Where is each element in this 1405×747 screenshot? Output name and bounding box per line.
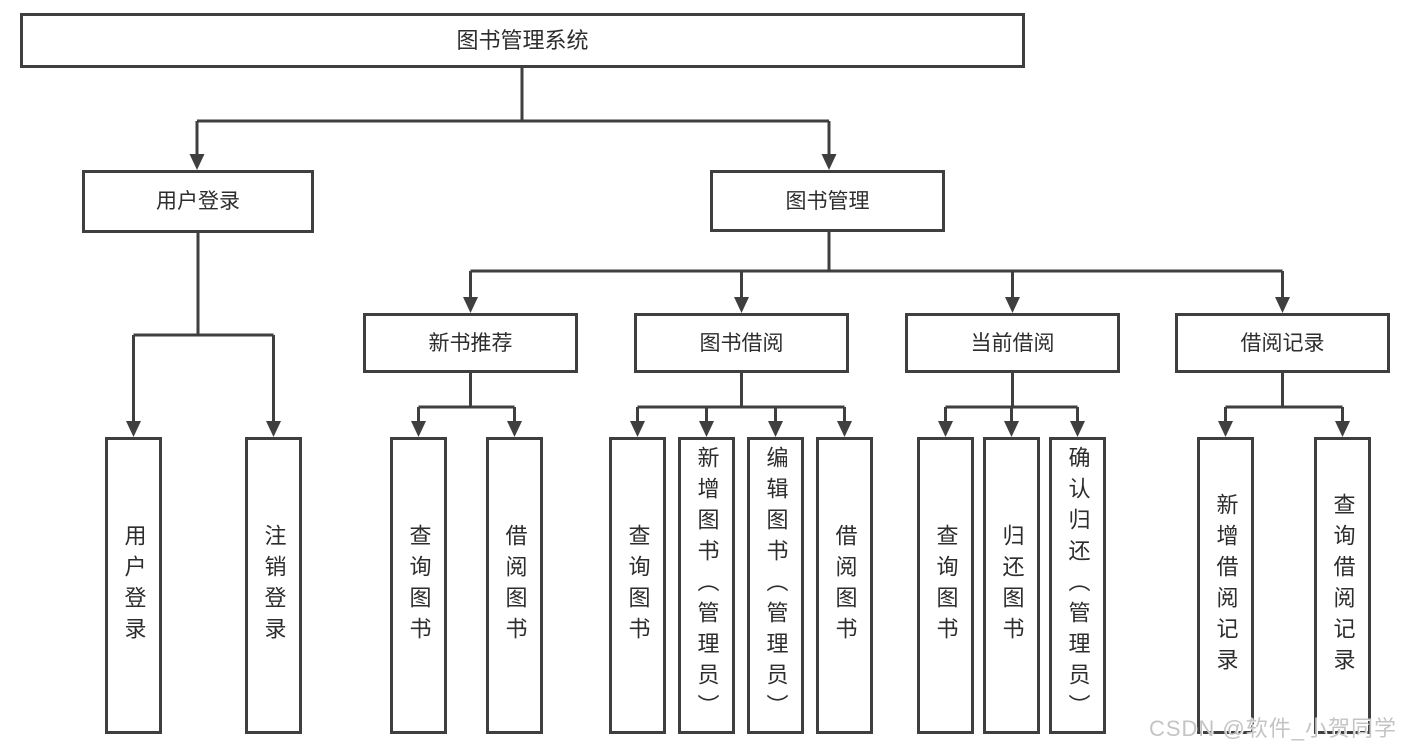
node-label: 用户登录	[156, 190, 240, 213]
leaf-query-borrow-record: 查询借阅记录	[1314, 437, 1371, 734]
arrowhead-icon	[734, 297, 749, 313]
node-label: 图书管理系统	[456, 27, 589, 53]
connector-current-borrow-to-leaves	[938, 373, 1085, 437]
node-borrow-records: 借阅记录	[1175, 313, 1390, 373]
arrowhead-icon	[1335, 421, 1350, 437]
arrowhead-icon	[463, 297, 478, 313]
arrowhead-icon	[821, 154, 837, 170]
node-label: 用户登录	[121, 523, 147, 648]
arrowhead-icon	[938, 421, 953, 437]
leaf-user-login: 用户登录	[105, 437, 162, 734]
node-label: 编辑图书（管理员）	[763, 446, 789, 725]
node-book-borrow: 图书借阅	[634, 313, 849, 373]
node-label: 新书推荐	[428, 331, 513, 355]
node-label: 查询图书	[406, 523, 432, 648]
node-label: 归还图书	[999, 523, 1025, 648]
connector-new-book-recommend-to-leaves	[411, 373, 522, 437]
arrowhead-icon	[266, 421, 281, 437]
leaf-borrow-books-recommend: 借阅图书	[486, 437, 543, 734]
connector-book-management-to-level3	[463, 232, 1290, 313]
arrowhead-icon	[768, 421, 783, 437]
node-label: 借阅图书	[502, 523, 528, 648]
arrowhead-icon	[189, 154, 205, 170]
node-label: 确认归还（管理员）	[1065, 446, 1091, 725]
arrowhead-icon	[837, 421, 852, 437]
arrowhead-icon	[411, 421, 426, 437]
leaf-add-borrow-record: 新增借阅记录	[1197, 437, 1254, 734]
arrowhead-icon	[507, 421, 522, 437]
leaf-borrow-books: 借阅图书	[816, 437, 873, 734]
arrowhead-icon	[699, 421, 714, 437]
node-label: 新增借阅记录	[1213, 492, 1239, 679]
leaf-add-book-admin: 新增图书（管理员）	[678, 437, 735, 734]
node-user-login: 用户登录	[82, 170, 314, 233]
node-label: 借阅记录	[1240, 331, 1325, 355]
leaf-return-books: 归还图书	[983, 437, 1040, 734]
leaf-confirm-return-admin: 确认归还（管理员）	[1049, 437, 1106, 734]
node-current-borrow: 当前借阅	[905, 313, 1120, 373]
node-label: 新增图书（管理员）	[694, 446, 720, 725]
arrowhead-icon	[1070, 421, 1085, 437]
node-label: 注销登录	[261, 523, 287, 648]
node-label: 借阅图书	[832, 523, 858, 648]
csdn-watermark: CSDN @软件_小贺同学	[1148, 716, 1397, 741]
node-label: 图书借阅	[699, 331, 784, 355]
arrowhead-icon	[126, 421, 141, 437]
node-library-management-system: 图书管理系统	[20, 13, 1025, 68]
node-book-management: 图书管理	[710, 170, 945, 232]
node-new-book-recommend: 新书推荐	[363, 313, 578, 373]
connector-user-login-to-leaves	[126, 233, 281, 437]
leaf-query-books-recommend: 查询图书	[390, 437, 447, 734]
connector-book-borrow-to-leaves	[630, 373, 852, 437]
node-label: 当前借阅	[970, 331, 1055, 355]
arrowhead-icon	[1004, 421, 1019, 437]
connector-borrow-records-to-leaves	[1218, 373, 1350, 437]
leaf-edit-book-admin: 编辑图书（管理员）	[747, 437, 804, 734]
node-label: 查询借阅记录	[1330, 492, 1356, 679]
connector-root-to-level2	[189, 68, 837, 170]
leaf-query-books-current: 查询图书	[917, 437, 974, 734]
arrowhead-icon	[1275, 297, 1290, 313]
leaf-query-books-borrow: 查询图书	[609, 437, 666, 734]
leaf-logout: 注销登录	[245, 437, 302, 734]
node-label: 查询图书	[625, 523, 651, 648]
node-label: 图书管理	[785, 189, 870, 213]
arrowhead-icon	[1005, 297, 1020, 313]
arrowhead-icon	[1218, 421, 1233, 437]
arrowhead-icon	[630, 421, 645, 437]
node-label: 查询图书	[933, 523, 959, 648]
